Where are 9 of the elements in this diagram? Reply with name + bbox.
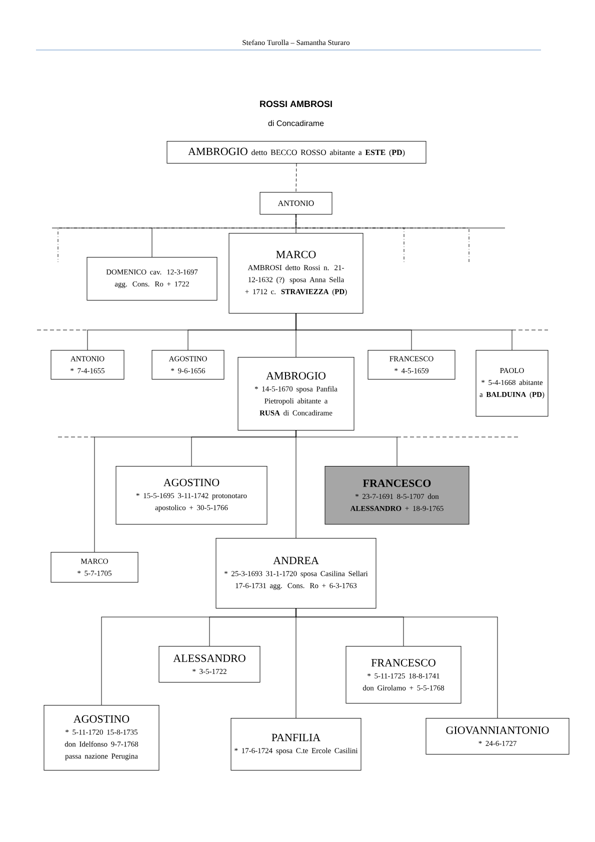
person-box: AMBROGIO detto BECCO ROSSO abitante a ESTE (PD)	[166, 141, 426, 164]
connector-line	[296, 608, 498, 718]
connector-line	[296, 313, 512, 350]
subtitle: di Concadirame	[268, 120, 324, 126]
connector-line	[296, 214, 470, 262]
person-box: ANTONIO	[260, 192, 332, 214]
title: ROSSI AMBROSI	[260, 100, 332, 108]
connector-line	[296, 430, 398, 466]
connector-line	[296, 163, 297, 192]
